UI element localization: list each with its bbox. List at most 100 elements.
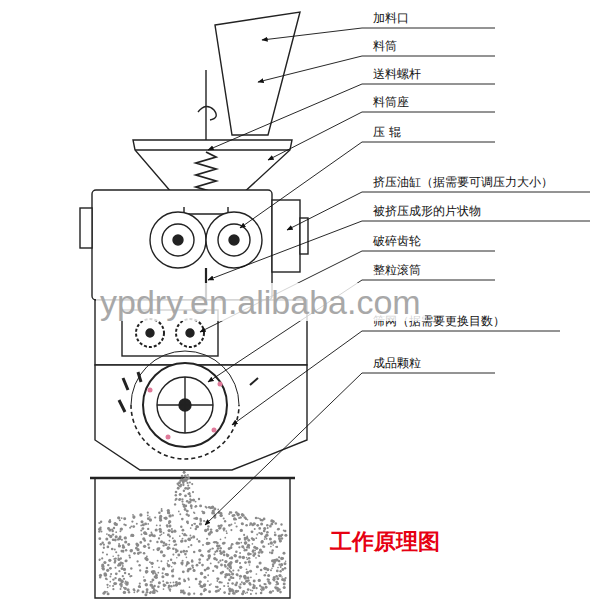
granule <box>146 588 149 591</box>
granule <box>191 524 193 526</box>
granule <box>115 572 118 575</box>
granule <box>235 511 238 514</box>
granule <box>103 546 105 548</box>
granule <box>270 546 272 548</box>
granule <box>162 554 165 557</box>
granule <box>187 592 190 595</box>
granule <box>193 511 195 513</box>
granule <box>213 553 215 555</box>
granule <box>231 572 234 575</box>
granule <box>123 578 125 580</box>
granule <box>223 585 225 587</box>
granule <box>169 524 172 527</box>
granule <box>159 525 161 527</box>
granule <box>186 557 188 559</box>
granule <box>280 566 282 568</box>
granule <box>142 537 145 540</box>
rotor-mark <box>212 428 217 433</box>
granule <box>244 561 247 564</box>
granule <box>249 564 251 566</box>
granule <box>125 560 128 563</box>
granule <box>201 585 204 588</box>
granule <box>175 498 178 501</box>
granule <box>278 574 281 577</box>
granule <box>205 506 207 508</box>
granule <box>275 584 277 586</box>
granule <box>110 573 112 575</box>
roller-hub <box>218 224 250 256</box>
granule <box>171 566 173 568</box>
granule <box>167 547 170 550</box>
granule <box>230 571 232 573</box>
granule <box>124 587 127 590</box>
granule <box>151 566 153 568</box>
granule <box>109 575 111 577</box>
granule <box>179 535 181 537</box>
granule <box>153 589 156 592</box>
housing-bump <box>80 208 92 248</box>
granule <box>267 580 269 582</box>
granule <box>193 593 195 595</box>
granule <box>199 522 202 525</box>
granule <box>147 528 149 530</box>
granule <box>271 549 273 551</box>
granule <box>154 572 156 574</box>
granule <box>180 539 183 542</box>
granule <box>183 533 186 536</box>
granule <box>254 552 256 554</box>
granule <box>239 552 241 554</box>
granule <box>119 530 121 532</box>
granule <box>259 562 262 565</box>
granule <box>112 588 114 590</box>
granule <box>129 575 131 577</box>
granule <box>245 592 247 594</box>
granule <box>169 535 171 537</box>
granule <box>157 560 159 562</box>
part-label: 压 辊 <box>372 124 402 140</box>
granule <box>169 525 171 527</box>
granule <box>166 573 169 576</box>
granule <box>272 520 275 523</box>
part-label: 被挤压成形的片状物 <box>372 203 482 219</box>
granule <box>277 567 279 569</box>
granule <box>113 558 115 560</box>
granule <box>239 562 241 564</box>
granule <box>216 586 219 589</box>
granule <box>124 540 127 543</box>
granule <box>254 549 256 551</box>
granule <box>170 585 172 587</box>
granule <box>205 507 207 509</box>
granule <box>246 571 249 574</box>
granule <box>141 534 143 536</box>
granule <box>170 582 172 584</box>
granule <box>241 581 243 583</box>
granule <box>222 527 225 530</box>
granule <box>253 580 256 583</box>
granule <box>198 540 201 543</box>
granule <box>226 532 228 534</box>
granule <box>172 514 174 516</box>
granule <box>219 581 222 584</box>
granule <box>185 550 188 553</box>
granule <box>236 542 239 545</box>
granule <box>175 551 177 553</box>
granule <box>181 500 183 502</box>
granule <box>121 580 123 582</box>
granule <box>249 570 252 573</box>
granule <box>182 538 184 540</box>
granule <box>190 544 192 546</box>
granule <box>173 562 176 565</box>
granule <box>215 590 218 593</box>
granule <box>212 570 214 572</box>
granule <box>107 546 110 549</box>
feed-curl <box>198 106 216 120</box>
granule <box>268 543 270 545</box>
granule <box>226 553 228 555</box>
granule <box>133 552 136 555</box>
granule <box>255 517 258 520</box>
granule <box>229 589 232 592</box>
granule <box>275 575 278 578</box>
funnel-rim <box>135 149 290 150</box>
granule <box>256 524 259 527</box>
granule <box>241 592 244 595</box>
